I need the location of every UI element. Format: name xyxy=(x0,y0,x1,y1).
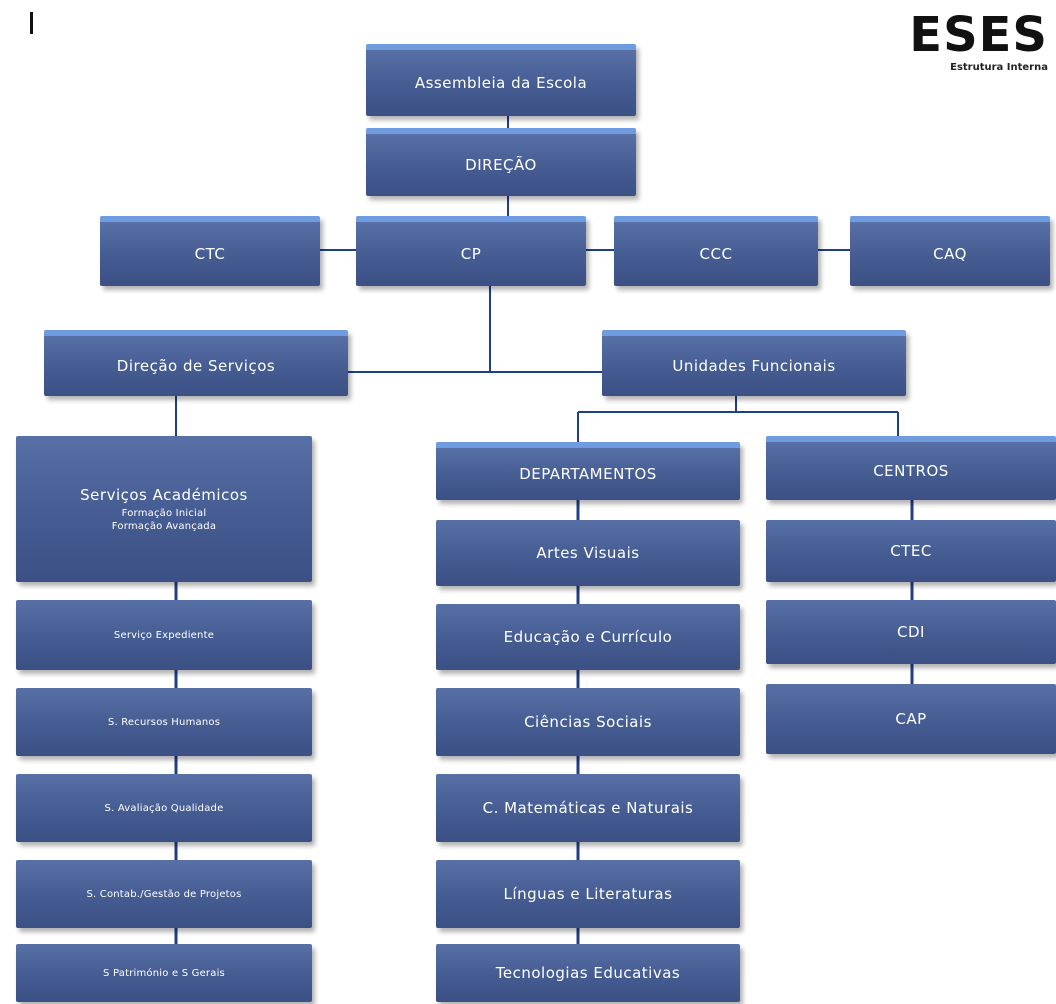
educacao-curriculo-label: Educação e Currículo xyxy=(503,628,673,646)
node-ctec: CTEC xyxy=(766,520,1056,582)
node-centros: CENTROS xyxy=(766,436,1056,500)
servico-expediente-label: Serviço Expediente xyxy=(113,629,215,641)
node-cdi: CDI xyxy=(766,600,1056,664)
servicos-academicos-title: Serviços Académicos xyxy=(80,486,248,504)
node-direcao-label: DIREÇÃO xyxy=(465,156,537,174)
linguas-literaturas-label: Línguas e Literaturas xyxy=(503,885,673,903)
cdi-label: CDI xyxy=(897,623,925,641)
corner-mark xyxy=(30,12,33,34)
node-direcao: DIREÇÃO xyxy=(366,128,636,196)
brand-subtitle: Estrutura Interna xyxy=(950,62,1048,73)
node-direcao-servicos: Direção de Serviços xyxy=(44,330,348,396)
departamentos-title: DEPARTAMENTOS xyxy=(519,465,657,483)
node-educacao-curriculo: Educação e Currículo xyxy=(436,604,740,670)
node-ctc-label: CTC xyxy=(194,245,226,263)
node-artes-visuais: Artes Visuais xyxy=(436,520,740,586)
contab-projetos-label: S. Contab./Gestão de Projetos xyxy=(86,888,242,900)
matematicas-naturais-label: C. Matemáticas e Naturais xyxy=(482,799,694,817)
brand-logo: ESES Estrutura Interna xyxy=(906,10,1048,73)
ciencias-sociais-label: Ciências Sociais xyxy=(524,713,652,731)
ctec-label: CTEC xyxy=(890,542,932,560)
node-cp-label: CP xyxy=(460,245,482,263)
node-tecnologias-educativas: Tecnologias Educativas xyxy=(436,944,740,1002)
servicos-academicos-line2: Formação Avançada xyxy=(111,521,217,532)
node-departamentos: DEPARTAMENTOS xyxy=(436,442,740,500)
node-ctc: CTC xyxy=(100,216,320,286)
node-unidades-funcionais-label: Unidades Funcionais xyxy=(672,357,836,375)
node-ciencias-sociais: Ciências Sociais xyxy=(436,688,740,756)
node-matematicas-naturais: C. Matemáticas e Naturais xyxy=(436,774,740,842)
node-unidades-funcionais: Unidades Funcionais xyxy=(602,330,906,396)
node-assembleia-label: Assembleia da Escola xyxy=(414,74,588,92)
servicos-academicos-line1: Formação Inicial xyxy=(121,508,207,519)
node-patrimonio-gerais: S Património e S Gerais xyxy=(16,944,312,1002)
centros-title: CENTROS xyxy=(873,462,949,480)
recursos-humanos-label: S. Recursos Humanos xyxy=(107,716,221,728)
node-caq-label: CAQ xyxy=(933,245,967,263)
tecnologias-educativas-label: Tecnologias Educativas xyxy=(495,964,681,982)
node-servicos-academicos: Serviços Académicos Formação Inicial For… xyxy=(16,436,312,582)
node-ccc: CCC xyxy=(614,216,818,286)
artes-visuais-label: Artes Visuais xyxy=(536,544,640,562)
node-servico-expediente: Serviço Expediente xyxy=(16,600,312,670)
cap-label: CAP xyxy=(895,710,927,728)
node-direcao-servicos-label: Direção de Serviços xyxy=(116,357,276,375)
node-cap: CAP xyxy=(766,684,1056,754)
node-cp: CP xyxy=(356,216,586,286)
node-caq: CAQ xyxy=(850,216,1050,286)
node-ccc-label: CCC xyxy=(699,245,733,263)
node-assembleia: Assembleia da Escola xyxy=(366,44,636,116)
node-contab-projetos: S. Contab./Gestão de Projetos xyxy=(16,860,312,928)
node-avaliacao-qualidade: S. Avaliação Qualidade xyxy=(16,774,312,842)
avaliacao-qualidade-label: S. Avaliação Qualidade xyxy=(104,802,224,814)
brand-name: ESES xyxy=(909,7,1048,63)
node-recursos-humanos: S. Recursos Humanos xyxy=(16,688,312,756)
patrimonio-gerais-label: S Património e S Gerais xyxy=(103,967,225,979)
node-linguas-literaturas: Línguas e Literaturas xyxy=(436,860,740,928)
